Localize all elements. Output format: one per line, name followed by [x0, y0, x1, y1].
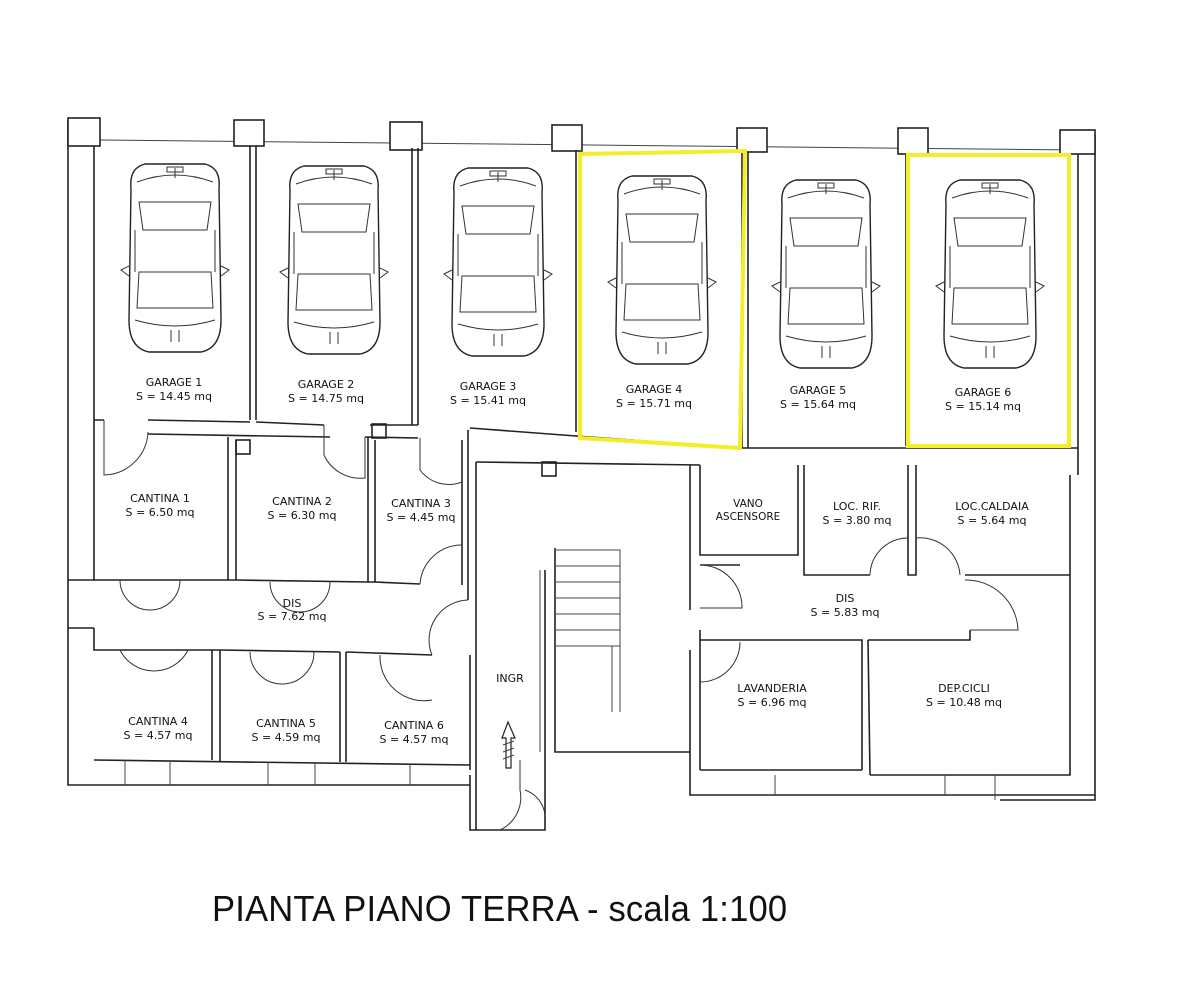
cantina-5-area: S = 4.59 mq: [252, 731, 321, 744]
cantina-2-area: S = 6.30 mq: [268, 509, 337, 522]
right-block-walls: [699, 465, 1070, 800]
dis-left-name: DIS: [283, 597, 302, 610]
cantina-3-area: S = 4.45 mq: [387, 511, 456, 524]
cantina-1-area: S = 6.50 mq: [126, 506, 195, 519]
garage-1-name: GARAGE 1: [146, 376, 203, 389]
cantina-2-name: CANTINA 2: [272, 495, 332, 508]
cantina-6-area: S = 4.57 mq: [380, 733, 449, 746]
car-icon: [607, 175, 717, 365]
loc-rif-name: LOC. RIF.: [833, 500, 881, 513]
garage-3-name: GARAGE 3: [460, 380, 517, 393]
garage-6-name: GARAGE 6: [955, 386, 1012, 399]
garage-6-highlight: [906, 153, 1071, 448]
pillars: [67, 117, 1096, 477]
garage-5-area: S = 15.64 mq: [780, 398, 856, 411]
dep-cicli-area: S = 10.48 mq: [926, 696, 1002, 709]
cantina-4-area: S = 4.57 mq: [124, 729, 193, 742]
garage-5-name: GARAGE 5: [790, 384, 847, 397]
garage-4-area: S = 15.71 mq: [616, 397, 692, 410]
car-icon: [935, 179, 1045, 369]
dis-right-area: S = 5.83 mq: [811, 606, 880, 619]
loc-caldaia-area: S = 5.64 mq: [958, 514, 1027, 527]
garage-labels: GARAGE 1 S = 14.45 mq GARAGE 2 S = 14.75…: [136, 376, 1021, 413]
cantina-5-name: CANTINA 5: [256, 717, 316, 730]
garage-partitions: [94, 146, 1078, 449]
cantina-3-name: CANTINA 3: [391, 497, 451, 510]
loc-rif-area: S = 3.80 mq: [823, 514, 892, 527]
garage-2-name: GARAGE 2: [298, 378, 355, 391]
highlighted-garages: [578, 148, 1071, 451]
cantina-4-name: CANTINA 4: [128, 715, 188, 728]
car-icon: [120, 163, 230, 353]
room-labels: CANTINA 1 S = 6.50 mq CANTINA 2 S = 6.30…: [124, 492, 1030, 746]
ingresso-label: INGR: [496, 672, 524, 685]
garage-1-area: S = 14.45 mq: [136, 390, 212, 403]
lavanderia-area: S = 6.96 mq: [738, 696, 807, 709]
loc-caldaia-name: LOC.CALDAIA: [955, 500, 1029, 513]
entrance-arrow-icon: [501, 720, 516, 769]
car-icon: [279, 165, 389, 355]
dis-right-name: DIS: [836, 592, 855, 605]
cantina-6-name: CANTINA 6: [384, 719, 444, 732]
car-icon: [443, 167, 553, 357]
door-swings: [103, 420, 1019, 831]
left-block-walls: [68, 420, 471, 785]
garage-4-highlight: [578, 148, 748, 451]
garage-6-area: S = 15.14 mq: [945, 400, 1021, 413]
lavanderia-name: LAVANDERIA: [737, 682, 807, 695]
dis-left-area: S = 7.62 mq: [258, 610, 327, 623]
vano-ascensore-line-1: VANO: [733, 498, 763, 510]
center-walls: [475, 461, 701, 830]
garage-3-area: S = 15.41 mq: [450, 394, 526, 407]
vano-ascensore-line-2: ASCENSORE: [716, 511, 781, 523]
garage-4-name: GARAGE 4: [626, 383, 683, 396]
plan-title: PIANTA PIANO TERRA - scala 1:100: [212, 888, 788, 929]
dep-cicli-name: DEP.CICLI: [938, 682, 990, 695]
garage-2-area: S = 14.75 mq: [288, 392, 364, 405]
cantina-1-name: CANTINA 1: [130, 492, 190, 505]
car-icon: [771, 179, 881, 369]
